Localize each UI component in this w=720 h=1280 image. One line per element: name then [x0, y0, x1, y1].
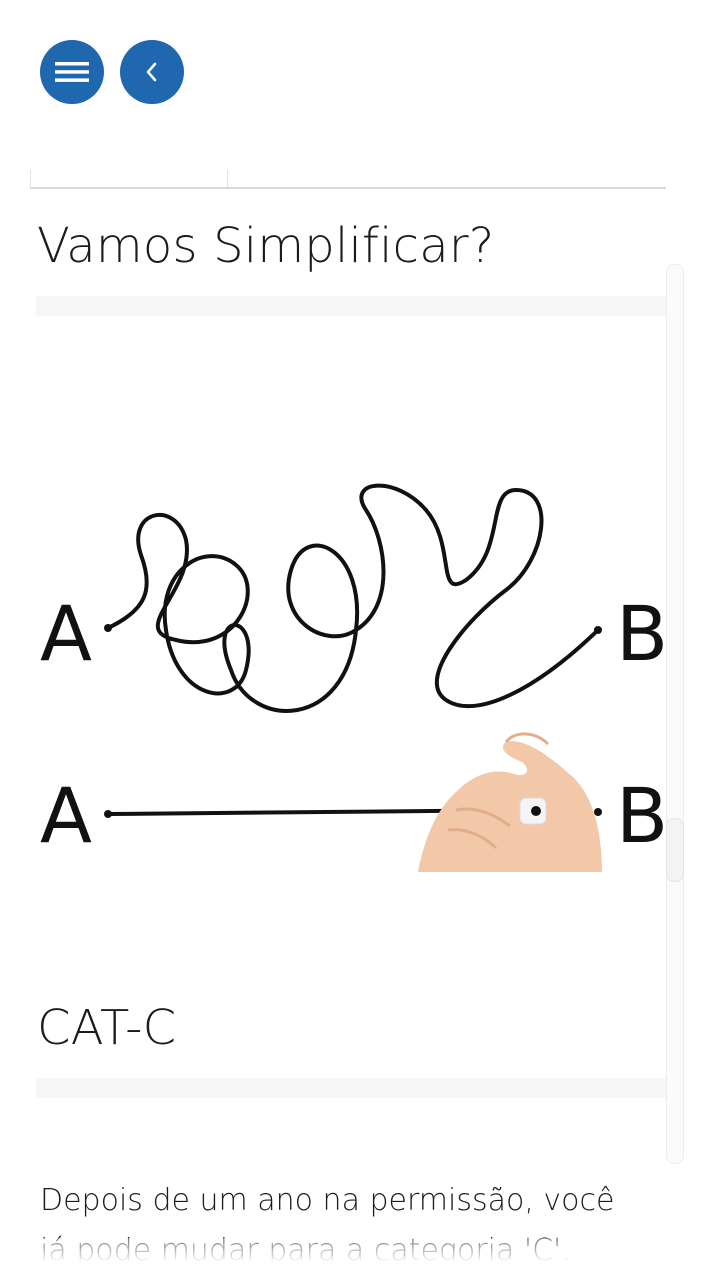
- label-b-top: B: [616, 589, 668, 678]
- section-title: CAT-C: [37, 1000, 177, 1056]
- simplify-illustration: A B A B: [36, 480, 668, 872]
- hand-with-marker: [418, 732, 602, 872]
- scrollbar-thumb[interactable]: [666, 818, 684, 882]
- tab-divider: [227, 170, 228, 188]
- tangled-path: [106, 483, 600, 713]
- line-end-dot: [594, 808, 602, 816]
- section-divider-band: [36, 296, 668, 316]
- back-button[interactable]: [120, 40, 184, 104]
- path-start-dot: [104, 624, 112, 632]
- line-start-dot: [104, 810, 112, 818]
- chevron-left-icon: [146, 62, 157, 82]
- label-a-bottom: A: [40, 771, 92, 860]
- bottom-fade: [0, 1238, 720, 1280]
- label-a-top: A: [40, 589, 92, 678]
- a-to-b-illustration: A B A B: [40, 483, 668, 872]
- menu-button[interactable]: [40, 40, 104, 104]
- hamburger-menu-icon: [55, 62, 89, 82]
- path-end-dot: [594, 626, 602, 634]
- scrollbar-track[interactable]: [666, 264, 684, 1164]
- section-divider-band: [36, 1078, 668, 1098]
- label-b-bottom: B: [616, 771, 668, 860]
- tab-divider: [30, 170, 31, 188]
- section-title: Vamos Simplificar?: [37, 218, 495, 274]
- tab-bar-underline: [30, 187, 666, 189]
